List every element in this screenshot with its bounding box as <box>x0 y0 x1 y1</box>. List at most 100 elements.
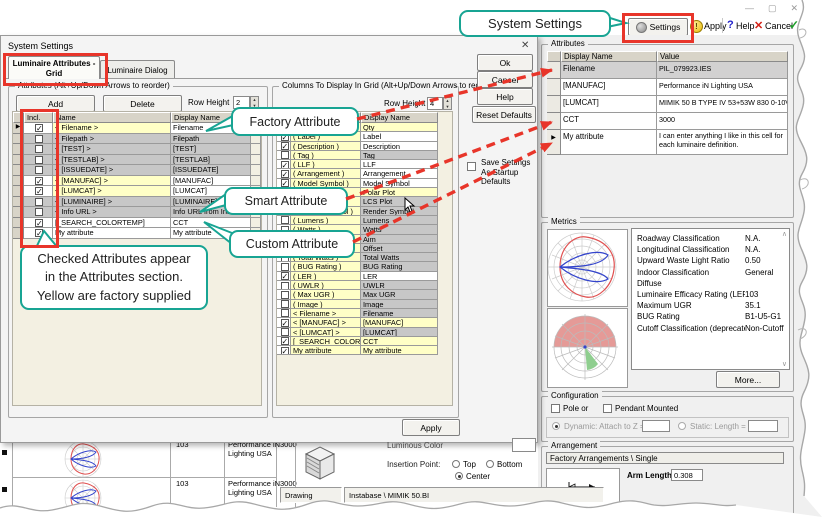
name-cell[interactable]: < Filepath > <box>53 133 171 144</box>
include-checkbox[interactable] <box>35 197 43 206</box>
incl-cell[interactable] <box>24 144 53 155</box>
display-name-cell[interactable]: LER <box>361 271 438 282</box>
row-selector[interactable] <box>13 207 24 218</box>
dialog-close-icon[interactable]: ✕ <box>521 40 530 51</box>
name-cell[interactable]: ( Tag ) <box>291 150 361 161</box>
more-button[interactable]: More... <box>716 371 780 388</box>
row-selector[interactable] <box>547 79 561 96</box>
column-header[interactable]: Incl. <box>24 112 53 123</box>
insertion-bottom-radio[interactable] <box>486 460 494 468</box>
dynamic-radio[interactable] <box>552 422 560 430</box>
apply-button[interactable]: Apply <box>704 21 727 31</box>
dialog-cancel-button[interactable]: Cancel <box>477 71 533 88</box>
display-name-cell[interactable]: Filename <box>561 62 657 79</box>
name-cell[interactable]: ( LLF ) <box>291 160 361 170</box>
scroll-down-icon[interactable]: ∨ <box>781 361 787 368</box>
name-cell[interactable]: [_SEARCH_COLORTEMP] <box>53 217 171 228</box>
incl-cell[interactable] <box>24 165 53 176</box>
display-name-cell[interactable]: Total Watts <box>361 253 438 263</box>
ok-button[interactable]: Ok <box>801 21 813 31</box>
name-cell[interactable]: ( Lumens ) <box>291 215 361 226</box>
row-selector[interactable]: ▶ <box>547 130 561 155</box>
row-selector[interactable] <box>13 186 24 197</box>
incl-cell[interactable] <box>24 207 53 218</box>
display-name-cell[interactable]: Render Symbol <box>361 206 438 216</box>
table-row[interactable]: ✓[_SEARCH_COLORTEMP]CCT <box>277 336 438 347</box>
pole-checkbox[interactable] <box>551 404 560 413</box>
incl-cell[interactable]: ✓ <box>277 160 291 170</box>
display-name-cell[interactable]: [MANUFAC] <box>171 175 251 186</box>
display-name-cell[interactable]: [LUMCAT] <box>361 327 438 337</box>
incl-cell[interactable] <box>24 133 53 144</box>
pendant-checkbox[interactable] <box>603 404 612 413</box>
scroll-up-icon[interactable]: ∧ <box>781 231 787 238</box>
include-checkbox[interactable] <box>280 309 289 318</box>
table-row[interactable]: [MANUFAC]Performance iN Lighting USA <box>547 79 788 96</box>
delete-button[interactable]: Delete <box>103 95 182 112</box>
column-header[interactable]: Name <box>53 112 171 123</box>
table-row[interactable]: ( Max UGR )Max UGR <box>277 290 438 300</box>
incl-cell[interactable]: ✓ <box>277 141 291 151</box>
column-header[interactable]: Value <box>657 51 788 62</box>
row-height-input-mid[interactable]: 4 <box>427 97 443 110</box>
display-name-cell[interactable]: [LUMCAT] <box>561 96 657 113</box>
column-header[interactable] <box>13 112 24 123</box>
include-checkbox[interactable] <box>280 281 289 290</box>
incl-cell[interactable]: ✓ <box>277 346 291 356</box>
include-checkbox[interactable] <box>280 216 289 225</box>
name-cell[interactable]: My attribute <box>53 228 171 239</box>
dialog-apply-button[interactable]: Apply <box>402 419 460 436</box>
incl-cell[interactable]: ✓ <box>24 123 53 134</box>
name-cell[interactable]: < Filename > <box>291 308 361 319</box>
incl-cell[interactable]: ✓ <box>24 175 53 186</box>
include-checkbox[interactable] <box>35 134 43 143</box>
static-radio[interactable] <box>678 422 686 430</box>
table-row[interactable]: < Filename >Filename <box>277 308 438 319</box>
tab-luminaire-attributes-grid[interactable]: Luminaire Attributes - Grid <box>8 56 100 79</box>
incl-cell[interactable] <box>277 281 291 291</box>
display-name-cell[interactable]: Description <box>361 141 438 151</box>
row-selector[interactable] <box>13 175 24 186</box>
name-cell[interactable]: < [MANUFAC] > <box>291 318 361 328</box>
display-name-cell[interactable]: My attribute <box>361 346 438 356</box>
column-header[interactable]: Display Name <box>561 51 657 62</box>
value-cell[interactable]: MIMIK 50 B TYPE IV 53+53W 830 0-10V RB-1… <box>657 96 788 113</box>
include-checkbox[interactable]: ✓ <box>280 142 289 151</box>
value-cell[interactable]: PIL_079923.IES <box>657 62 788 79</box>
include-checkbox[interactable] <box>35 155 43 164</box>
display-name-cell[interactable]: CCT <box>171 217 251 228</box>
insertion-top-radio[interactable] <box>452 460 460 468</box>
luminous-color-swatch[interactable] <box>512 438 536 452</box>
name-cell[interactable]: My attribute <box>291 346 361 356</box>
incl-cell[interactable] <box>277 327 291 337</box>
static-length-input[interactable] <box>748 420 778 432</box>
table-row[interactable]: ( Lumens )Lumens <box>277 215 438 226</box>
table-row[interactable]: ( Image )Image <box>277 299 438 309</box>
row-selector[interactable] <box>13 165 24 176</box>
incl-cell[interactable] <box>277 150 291 161</box>
table-row[interactable]: ( Tag )Tag <box>277 150 438 161</box>
include-checkbox[interactable] <box>35 208 43 216</box>
cancel-button[interactable]: Cancel <box>765 21 794 31</box>
include-checkbox[interactable] <box>35 166 43 174</box>
attach-z-input[interactable] <box>642 420 670 432</box>
row-selector[interactable] <box>13 144 24 155</box>
display-name-cell[interactable]: Watts <box>361 225 438 235</box>
display-name-cell[interactable]: [MANUFAC] <box>561 79 657 96</box>
name-cell[interactable]: < [LUMCAT] > <box>53 186 171 197</box>
dialog-ok-button[interactable]: Ok <box>477 54 533 71</box>
row-selector[interactable] <box>547 62 561 79</box>
help-button[interactable]: Help <box>736 21 755 31</box>
table-row[interactable]: ✓< [LUMCAT] >[LUMCAT] <box>13 186 261 197</box>
include-checkbox[interactable] <box>280 151 289 160</box>
include-checkbox[interactable]: ✓ <box>280 160 289 170</box>
display-name-cell[interactable]: [TEST] <box>171 144 251 155</box>
display-name-cell[interactable]: LLF <box>361 160 438 170</box>
arm-length-input[interactable]: 0.308 <box>671 469 703 481</box>
name-cell[interactable]: < [MANUFAC] > <box>53 175 171 186</box>
incl-cell[interactable] <box>277 262 291 272</box>
